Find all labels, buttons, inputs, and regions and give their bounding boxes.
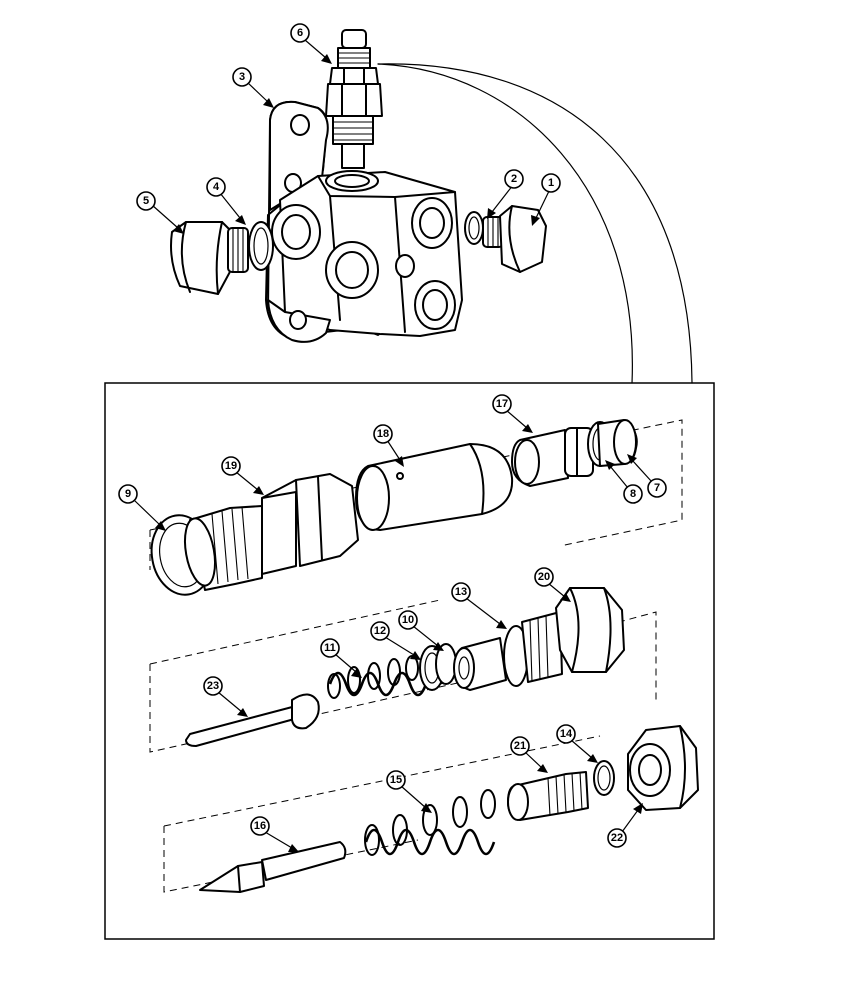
callout-1: 1: [531, 173, 561, 226]
svg-text:3: 3: [239, 71, 245, 83]
callout-20: 20: [534, 567, 571, 602]
svg-text:13: 13: [455, 586, 467, 598]
callout-15: 15: [386, 770, 432, 813]
poppet: [511, 427, 594, 487]
detail-frame: [104, 382, 715, 940]
svg-text:20: 20: [538, 571, 550, 583]
svg-text:4: 4: [213, 181, 220, 193]
valve-body: [265, 100, 463, 343]
callout-18: 18: [373, 424, 404, 467]
callout-6: 6: [290, 23, 332, 64]
svg-text:15: 15: [390, 774, 402, 786]
callout-3: 3: [232, 67, 274, 108]
svg-text:23: 23: [207, 680, 219, 692]
svg-text:8: 8: [630, 488, 636, 500]
svg-text:14: 14: [560, 728, 573, 740]
sleeve: [355, 443, 514, 531]
svg-text:17: 17: [496, 398, 508, 410]
spring-pilot: [327, 655, 444, 699]
callout-12: 12: [370, 621, 421, 660]
callout-14: 14: [556, 724, 598, 763]
callout-4: 4: [206, 177, 246, 225]
cap-nut: [521, 587, 625, 683]
svg-text:6: 6: [297, 27, 303, 39]
detail-connector-curve-outer: [377, 63, 693, 384]
svg-text:18: 18: [377, 428, 389, 440]
spring-main: [364, 789, 496, 856]
pilot-poppet-pin: [199, 841, 347, 893]
relief-valve-cartridge: [325, 29, 383, 169]
seal-ring: [597, 419, 638, 467]
o-ring-left: [248, 221, 274, 271]
dashed-outline-row-3: [163, 735, 601, 893]
valve-seat: [453, 625, 529, 691]
svg-text:2: 2: [511, 173, 517, 185]
callout-5: 5: [136, 191, 184, 234]
callout-22: 22: [607, 803, 643, 848]
svg-text:9: 9: [125, 488, 131, 500]
plug-left: [170, 221, 249, 295]
callout-10: 10: [398, 610, 444, 651]
callout-11: 11: [320, 638, 362, 678]
svg-text:12: 12: [374, 625, 386, 637]
adjusting-screw: [507, 771, 589, 821]
svg-text:22: 22: [611, 832, 623, 844]
svg-text:7: 7: [654, 482, 660, 494]
callout-7: 7: [627, 454, 667, 498]
callout-17: 17: [492, 394, 533, 433]
dashed-outline-row-2: [149, 599, 657, 753]
valve-housing: [184, 473, 359, 591]
callout-8: 8: [605, 460, 643, 504]
detail-connector-curve-inner: [377, 63, 633, 384]
svg-text:1: 1: [548, 177, 554, 189]
svg-text:19: 19: [225, 460, 237, 472]
callout-21: 21: [510, 736, 548, 773]
svg-text:10: 10: [402, 614, 414, 626]
callout-19: 19: [221, 456, 264, 495]
dashed-outline-row-1: [149, 419, 683, 570]
small-o-ring: [593, 760, 615, 796]
svg-text:21: 21: [514, 740, 526, 752]
callout-16: 16: [250, 816, 299, 852]
callout-9: 9: [118, 484, 166, 531]
callout-2: 2: [487, 169, 524, 219]
callout-23: 23: [203, 676, 248, 717]
callout-13: 13: [451, 582, 507, 629]
pilot-pin: [185, 693, 320, 747]
svg-text:11: 11: [324, 642, 336, 654]
lock-nut: [627, 725, 699, 811]
svg-text:16: 16: [254, 820, 266, 832]
svg-text:5: 5: [143, 195, 149, 207]
